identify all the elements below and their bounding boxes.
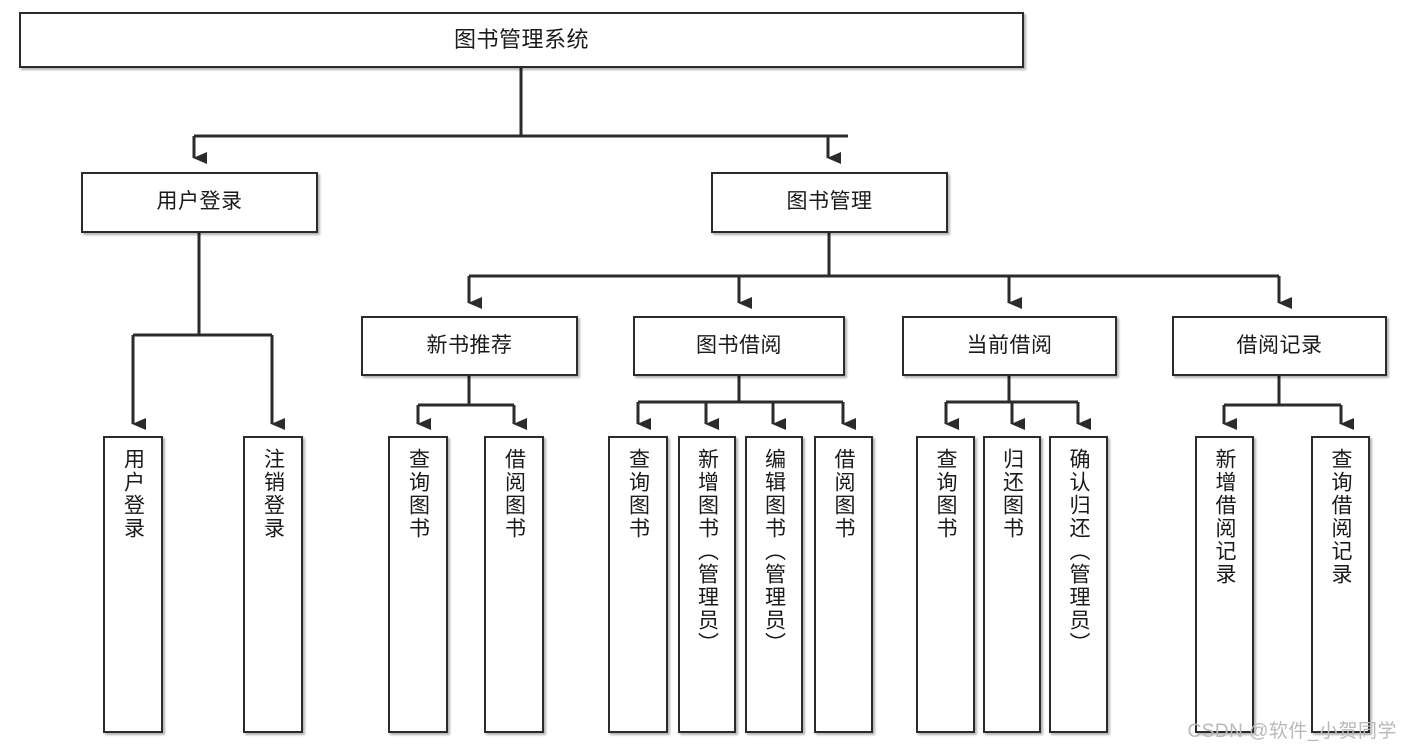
leaf-return-book[interactable]: 归还图书 <box>983 436 1041 733</box>
leaf-query-borrow-record[interactable]: 查询借阅记录 <box>1311 436 1370 733</box>
node-label: 查询图书 <box>934 448 957 540</box>
leaf-borrow-book[interactable]: 借阅图书 <box>814 436 873 733</box>
leaf-confirm-return-admin[interactable]: 确认归还（管理员） <box>1049 436 1108 733</box>
node-label: 用户登录 <box>156 190 243 214</box>
node-label: 确认归还（管理员） <box>1067 448 1090 655</box>
node-label: 归还图书 <box>1000 448 1024 540</box>
leaf-query-book-recommend[interactable]: 查询图书 <box>388 436 448 733</box>
node-label: 用户登录 <box>121 448 145 540</box>
node-borrow-record[interactable]: 借阅记录 <box>1172 316 1387 376</box>
node-label: 图书借阅 <box>696 333 782 357</box>
node-root-book-management-system[interactable]: 图书管理系统 <box>19 12 1024 68</box>
leaf-logout[interactable]: 注销登录 <box>243 436 303 733</box>
node-user-login[interactable]: 用户登录 <box>81 172 318 233</box>
node-label: 编辑图书（管理员） <box>762 448 786 655</box>
leaf-edit-book-admin[interactable]: 编辑图书（管理员） <box>745 436 803 733</box>
node-label: 查询借阅记录 <box>1329 448 1352 586</box>
node-new-book-recommend[interactable]: 新书推荐 <box>361 316 578 376</box>
leaf-add-book-admin[interactable]: 新增图书（管理员） <box>678 436 736 733</box>
node-label: 新增借阅记录 <box>1213 448 1236 586</box>
node-label: 查询图书 <box>406 448 430 540</box>
node-label: 借阅图书 <box>832 448 855 540</box>
node-book-borrow[interactable]: 图书借阅 <box>633 316 845 376</box>
leaf-add-borrow-record[interactable]: 新增借阅记录 <box>1195 436 1254 733</box>
node-label: 图书管理系统 <box>453 27 589 53</box>
node-label: 借阅图书 <box>502 448 526 540</box>
watermark-text: CSDN @软件_小贺同学 <box>1187 721 1397 742</box>
node-current-borrow[interactable]: 当前借阅 <box>902 316 1117 376</box>
node-label: 新增图书（管理员） <box>695 448 719 655</box>
node-book-management[interactable]: 图书管理 <box>711 172 948 233</box>
node-label: 注销登录 <box>261 448 285 540</box>
node-label: 新书推荐 <box>426 333 513 357</box>
node-label: 查询图书 <box>626 448 650 540</box>
node-label: 图书管理 <box>786 190 873 214</box>
leaf-query-book-current[interactable]: 查询图书 <box>916 436 975 733</box>
node-label: 当前借阅 <box>966 333 1053 357</box>
node-label: 借阅记录 <box>1236 333 1323 357</box>
leaf-user-login[interactable]: 用户登录 <box>103 436 163 733</box>
leaf-query-book-borrow[interactable]: 查询图书 <box>608 436 668 733</box>
leaf-borrow-book-recommend[interactable]: 借阅图书 <box>484 436 544 733</box>
